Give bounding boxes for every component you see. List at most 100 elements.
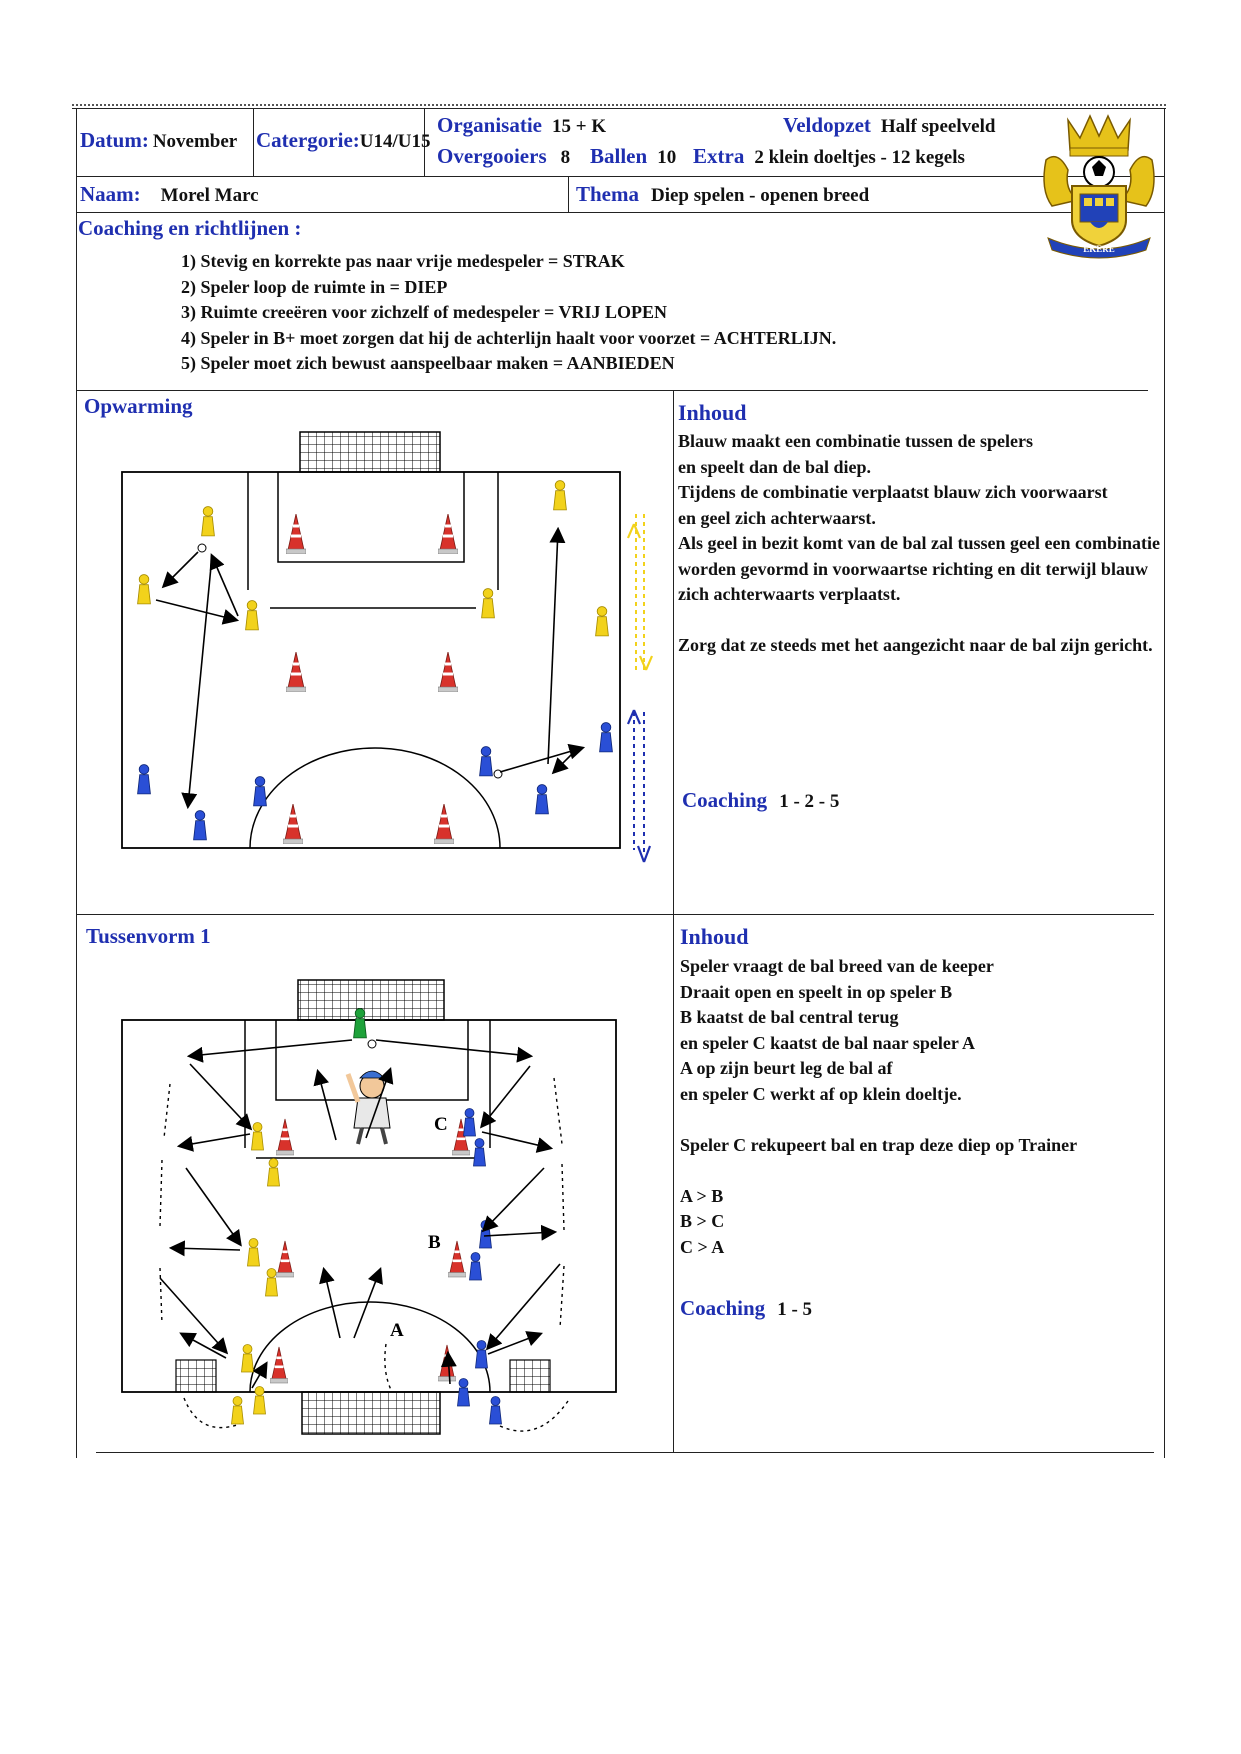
blue-player (137, 764, 151, 795)
yellow-player (267, 1158, 280, 1187)
blue-player (535, 784, 549, 815)
cone (286, 514, 306, 554)
description-line: Speler vraagt de bal breed van de keeper (680, 956, 994, 976)
player-label-c: C (434, 1114, 448, 1135)
tussenvorm-field-diagram: A B C (121, 979, 617, 1435)
cone (286, 652, 306, 692)
cone (276, 1240, 294, 1278)
section2-coaching-value: 1 - 5 (777, 1299, 813, 1320)
description-line (680, 1107, 1077, 1133)
thema-label: Thema (576, 182, 639, 206)
section1-coaching-label: Coaching (682, 788, 768, 812)
blue-player (473, 1138, 486, 1167)
trainer-figure (345, 1070, 391, 1145)
overgooiers-label: Overgooiers (437, 144, 547, 168)
yellow-player (265, 1268, 278, 1297)
logo-text: EKERE (1083, 244, 1115, 254)
description-line: A > B (680, 1185, 724, 1206)
blue-player (489, 1396, 502, 1425)
description-line: Als geel in bezit komt van de bal zal tu… (678, 533, 1160, 553)
extra-label: Extra (693, 144, 745, 168)
section2-description: Speler vraagt de bal breed van de keeper… (680, 954, 1077, 1260)
description-line: C > A (680, 1236, 725, 1257)
pass-arrows (155, 526, 586, 810)
goal-net (299, 431, 441, 473)
blue-player (193, 810, 207, 841)
description-line: A op zijn beurt leg de bal af (680, 1058, 893, 1078)
description-line: en speler C werkt af op klein doeltje. (680, 1083, 962, 1104)
extra-value: 2 klein doeltjes - 12 kegels (754, 147, 965, 168)
blue-player (479, 746, 493, 777)
description-line: en geel zich achterwaarst. (678, 507, 876, 528)
ballen-label: Ballen (590, 144, 648, 168)
section2-top-line (76, 914, 1154, 915)
section2-bottom-line (96, 1452, 1154, 1453)
description-line: en speelt dan de bal diep. (678, 456, 872, 477)
run-paths (159, 1077, 571, 1432)
blue-player (599, 722, 613, 753)
description-line: Draait open en speelt in op speler B (680, 981, 953, 1002)
section2-coaching-label: Coaching (680, 1296, 766, 1320)
coaching-title: Coaching en richtlijnen : (78, 216, 302, 240)
overgooiers-value: 8 (560, 147, 571, 168)
blue-player (475, 1340, 488, 1369)
veldopzet-field: Veldopzet Half speelveld (783, 113, 995, 138)
description-line: Tijdens de combinatie verplaatst blauw z… (678, 482, 1108, 502)
description-line: B kaatst de bal central terug (680, 1007, 899, 1027)
coaching-item: 2) Speler loop de ruimte in = DIEP (181, 276, 448, 297)
naam-label: Naam: (80, 182, 141, 206)
ball (367, 1039, 377, 1049)
yellow-player (481, 588, 495, 619)
description-line: zich achterwaarts verplaatst. (678, 584, 901, 604)
opwarming-field-diagram (121, 431, 654, 863)
yellow-player (245, 600, 259, 631)
yellow-player (137, 574, 151, 605)
yellow-player (201, 506, 215, 537)
description-line: worden gevormd in voorwaartse richting e… (678, 558, 1148, 579)
cone (438, 514, 458, 554)
frame-left-line (76, 108, 77, 1458)
small-goal-left (175, 1359, 217, 1393)
club-crest-logo: EKERE (1043, 114, 1155, 259)
section1-title: Opwarming (84, 394, 193, 418)
yellow-player (553, 480, 567, 511)
veldopzet-value: Half speelveld (880, 116, 996, 137)
section2-title: Tussenvorm 1 (86, 924, 211, 948)
section1-inhoud-label: Inhoud (678, 400, 747, 425)
small-goal-right (509, 1359, 551, 1393)
thema-value: Diep spelen - openen breed (651, 185, 870, 206)
section2-inhoud-label: Inhoud (680, 924, 749, 949)
blue-player (457, 1378, 470, 1407)
ball (197, 543, 207, 553)
description-line: Zorg dat ze steeds met het aangezicht na… (678, 635, 1153, 655)
yellow-player (241, 1344, 254, 1373)
keeper-green (353, 1008, 367, 1039)
description-line: en speler C kaatst de bal naar speler A (680, 1032, 976, 1053)
categorie-label: Catergorie: (256, 128, 360, 152)
organisatie-value: 15 + K (552, 116, 607, 137)
ballen-value: 10 (657, 147, 677, 168)
blue-player (253, 776, 267, 807)
datum-value: November (152, 131, 238, 152)
blue-player (463, 1108, 476, 1137)
player-label-b: B (428, 1232, 441, 1253)
description-line (678, 608, 1160, 634)
goal-net-bottom (301, 1391, 441, 1435)
description-line: Speler C rekupeert bal en trap deze diep… (680, 1134, 1078, 1155)
organisatie-field: Organisatie 15 + K (437, 113, 606, 138)
coaching-item: 3) Ruimte creeëren voor zichzelf of mede… (181, 302, 667, 322)
section1-top-line (76, 390, 1148, 391)
movement-direction-arrows (626, 514, 654, 863)
categorie-value: U14/U15 (359, 131, 431, 152)
goal-net (297, 979, 445, 1021)
section1-coaching: Coaching 1 - 2 - 5 (682, 788, 839, 813)
overgooiers-field: Overgooiers 8 (437, 144, 570, 169)
description-line: Blauw maakt een combinatie tussen de spe… (678, 431, 1033, 451)
yellow-player (251, 1122, 264, 1151)
blue-player (469, 1252, 482, 1281)
pass-arrows (159, 1039, 561, 1389)
header-top-line (72, 108, 1166, 109)
datum-label: Datum: (80, 128, 149, 152)
section1-description: Blauw maakt een combinatie tussen de spe… (678, 429, 1160, 659)
cone (283, 804, 303, 844)
